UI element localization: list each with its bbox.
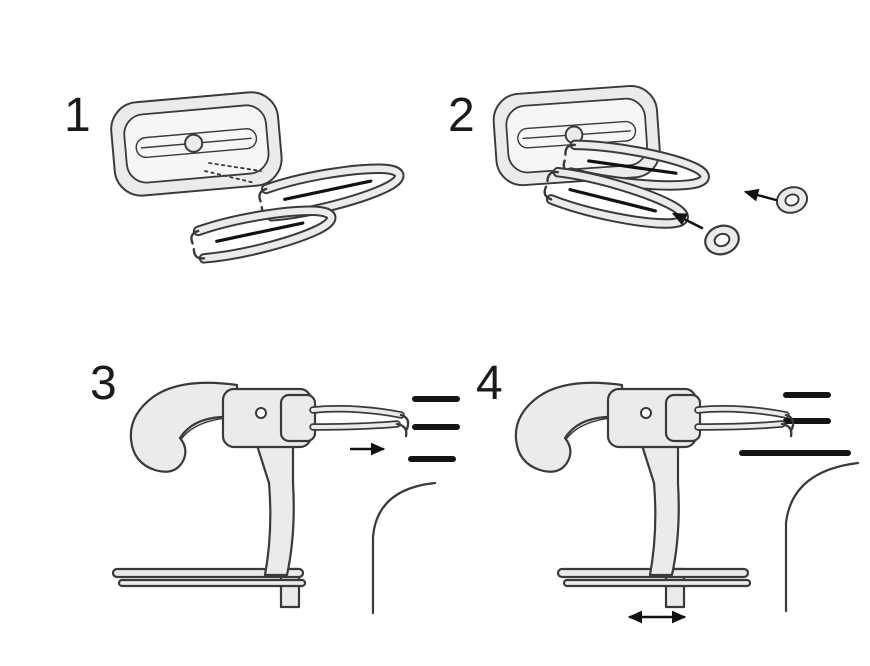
spring-clip-icon xyxy=(189,201,334,263)
step-1-label: 1 xyxy=(64,89,91,142)
washer-icon xyxy=(772,182,812,218)
step-4-label: 4 xyxy=(476,357,503,410)
vent-mount-icon xyxy=(107,89,285,199)
step-3-illustration xyxy=(111,355,460,615)
base-tray-lower xyxy=(117,578,307,588)
vent-holder-icon xyxy=(131,383,408,575)
base-tray-lower xyxy=(562,578,752,588)
base-tray xyxy=(111,567,305,579)
vent-holder-icon xyxy=(516,383,793,575)
step-2-illustration xyxy=(490,83,812,260)
washer-icon xyxy=(700,220,744,260)
alignment-dotted-line xyxy=(208,162,262,172)
insert-arrow-icon xyxy=(743,188,778,202)
step-4-illustration xyxy=(470,355,860,624)
insert-arrow-icon xyxy=(672,212,704,230)
step-3-label: 3 xyxy=(90,357,117,410)
alignment-dotted-line xyxy=(204,170,256,184)
step-2-label: 2 xyxy=(448,89,475,142)
vent-housing-edge xyxy=(371,481,437,615)
step-1-illustration xyxy=(107,89,455,320)
vent-housing-edge xyxy=(784,461,860,613)
